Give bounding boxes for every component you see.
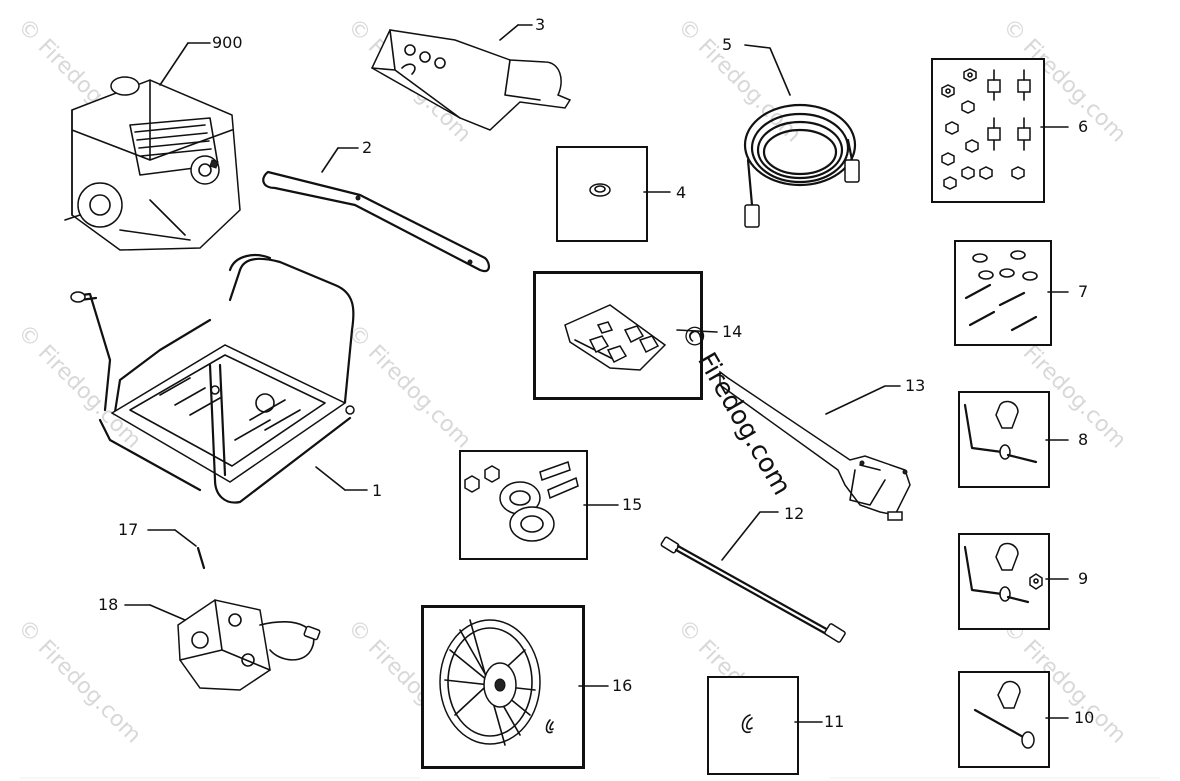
nozzle-tips-bag	[564, 304, 667, 371]
callout-8: 8	[1078, 430, 1089, 449]
part-box-4	[556, 146, 648, 242]
engine-illustration	[64, 76, 241, 251]
frame-illustration	[70, 254, 355, 504]
knob-bolt-nut-9	[963, 542, 1043, 604]
callout-14: 14	[722, 322, 743, 341]
hose-illustration	[743, 103, 860, 228]
callout-15: 15	[622, 495, 643, 514]
part-box-7	[954, 240, 1052, 346]
callout-5: 5	[722, 35, 733, 54]
callout-2: 2	[362, 138, 373, 157]
hardware-kit-6	[941, 68, 1031, 190]
pin	[196, 546, 206, 570]
handle-illustration	[262, 170, 490, 273]
shroud-illustration	[371, 29, 572, 131]
knob-bolt-10	[973, 680, 1035, 749]
pump-illustration	[177, 599, 321, 691]
callout-16: 16	[612, 676, 633, 695]
hairpin-clip	[545, 719, 554, 734]
callout-3: 3	[535, 15, 546, 34]
callout-6: 6	[1078, 117, 1089, 136]
wheel	[439, 619, 541, 746]
callout-4: 4	[676, 183, 687, 202]
callout-12: 12	[784, 504, 805, 523]
wheel-hardware-kit	[464, 461, 579, 542]
callout-10: 10	[1074, 708, 1095, 727]
callout-11: 11	[824, 712, 845, 731]
hardware-kit-7	[964, 250, 1038, 332]
knob-bolt-8	[963, 400, 1038, 464]
callout-17: 17	[118, 520, 139, 539]
callout-7: 7	[1078, 282, 1089, 301]
part-box-11	[707, 676, 799, 775]
callout-13: 13	[905, 376, 926, 395]
part-box-8	[958, 391, 1050, 488]
hairpin-clip	[741, 714, 753, 734]
callout-900: 900	[212, 33, 243, 52]
callout-9: 9	[1078, 569, 1089, 588]
callout-18: 18	[98, 595, 119, 614]
o-ring	[589, 183, 611, 197]
callout-1: 1	[372, 481, 383, 500]
spray-lance	[660, 536, 846, 643]
spray-gun	[719, 370, 911, 521]
